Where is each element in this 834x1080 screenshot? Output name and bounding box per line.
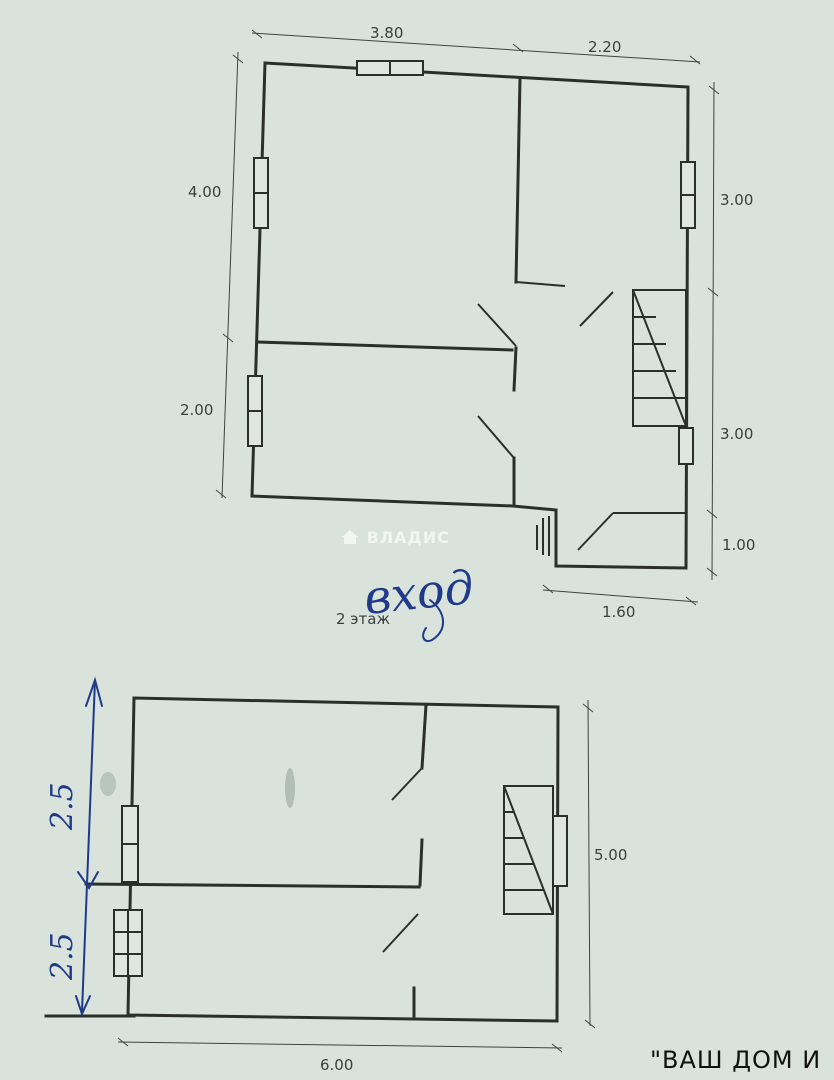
dimension-tick bbox=[584, 1019, 596, 1029]
handwritten-arrow bbox=[75, 995, 91, 1017]
dimension-line bbox=[587, 699, 591, 1027]
dim-right-middle-label: 3.00 bbox=[720, 425, 753, 443]
entrance-marks bbox=[536, 516, 550, 556]
smudge-mark bbox=[285, 768, 295, 808]
upper-partition-horizontal bbox=[256, 340, 514, 352]
upper-floor-plan: 3.80 2.20 4.00 2.00 3.00 3.00 1.00 1.60 … bbox=[180, 24, 755, 642]
window bbox=[678, 427, 694, 465]
dimension-line bbox=[711, 81, 715, 581]
lower-partition-vertical bbox=[418, 838, 424, 887]
dim-bottom-porch-label: 1.60 bbox=[602, 603, 635, 621]
dim-left-lower-handwritten: 2.5 bbox=[45, 932, 80, 981]
window bbox=[121, 805, 139, 883]
lower-staircase bbox=[503, 785, 554, 915]
window bbox=[552, 815, 568, 887]
dimension-tick bbox=[689, 55, 701, 65]
dim-right-label: 5.00 bbox=[594, 846, 627, 864]
dimension-tick bbox=[232, 54, 244, 64]
dim-top-left-label: 3.80 bbox=[370, 24, 403, 42]
dimension-tick bbox=[582, 703, 594, 713]
door-swing bbox=[477, 303, 517, 347]
dimension-tick bbox=[215, 489, 227, 499]
dimension-line bbox=[542, 589, 699, 603]
window bbox=[247, 375, 263, 447]
dimension-tick bbox=[551, 1043, 563, 1053]
lower-partition-vertical bbox=[420, 703, 428, 770]
dimension-tick bbox=[251, 29, 263, 39]
door-swing bbox=[382, 913, 419, 953]
floor-label: 2 этаж bbox=[336, 610, 390, 628]
dim-left-upper-handwritten: 2.5 bbox=[45, 782, 80, 831]
window bbox=[356, 60, 424, 76]
dimension-tick bbox=[706, 567, 718, 577]
door-swing bbox=[477, 415, 515, 459]
door-swing bbox=[579, 291, 614, 327]
handwritten-arrow bbox=[77, 871, 99, 890]
dimension-line bbox=[117, 1041, 563, 1049]
upper-partition-vertical bbox=[514, 76, 522, 284]
dimension-line bbox=[251, 32, 701, 63]
dimension-tick bbox=[222, 333, 234, 343]
dim-bottom-label: 6.00 bbox=[320, 1056, 353, 1074]
upper-partition-stub bbox=[515, 281, 566, 287]
lower-outer-wall bbox=[126, 696, 560, 1023]
door-swing bbox=[577, 512, 614, 551]
door-swing bbox=[391, 767, 423, 801]
dim-top-right-label: 2.20 bbox=[588, 38, 621, 56]
handwritten-dimension-line bbox=[81, 679, 96, 1013]
window bbox=[680, 161, 696, 229]
window bbox=[113, 909, 143, 977]
smudge-mark bbox=[100, 772, 116, 796]
house-icon bbox=[342, 530, 358, 544]
dim-right-lower-label: 1.00 bbox=[722, 536, 755, 554]
dimension-tick bbox=[117, 1037, 129, 1047]
dim-left-upper-label: 4.00 bbox=[188, 183, 221, 201]
dim-left-lower-label: 2.00 bbox=[180, 401, 213, 419]
dim-right-upper-label: 3.00 bbox=[720, 191, 753, 209]
upper-outer-wall bbox=[250, 61, 690, 570]
dimension-tick bbox=[685, 596, 697, 606]
upper-partition-short bbox=[512, 346, 518, 392]
dimension-line bbox=[221, 51, 239, 499]
handwritten-arrow bbox=[85, 676, 103, 707]
dimension-tick bbox=[706, 509, 718, 519]
dimension-tick bbox=[542, 584, 554, 594]
watermark-text: ВЛАДИС bbox=[366, 528, 450, 547]
dimension-tick bbox=[708, 85, 720, 95]
upper-staircase bbox=[632, 289, 687, 427]
entrance-handwritten-label: вход bbox=[362, 560, 477, 625]
dimension-tick bbox=[512, 43, 524, 53]
watermark: ВЛАДИС bbox=[340, 528, 450, 547]
window bbox=[253, 157, 269, 229]
dimension-tick bbox=[707, 287, 719, 297]
entrance-underline-stroke bbox=[422, 599, 444, 642]
lower-partition-horizontal bbox=[84, 882, 421, 889]
lower-floor-plan: 5.00 6.00 2.5 2.5 bbox=[44, 676, 627, 1074]
footer-text: "ВАШ ДОМ И bbox=[650, 1046, 822, 1074]
